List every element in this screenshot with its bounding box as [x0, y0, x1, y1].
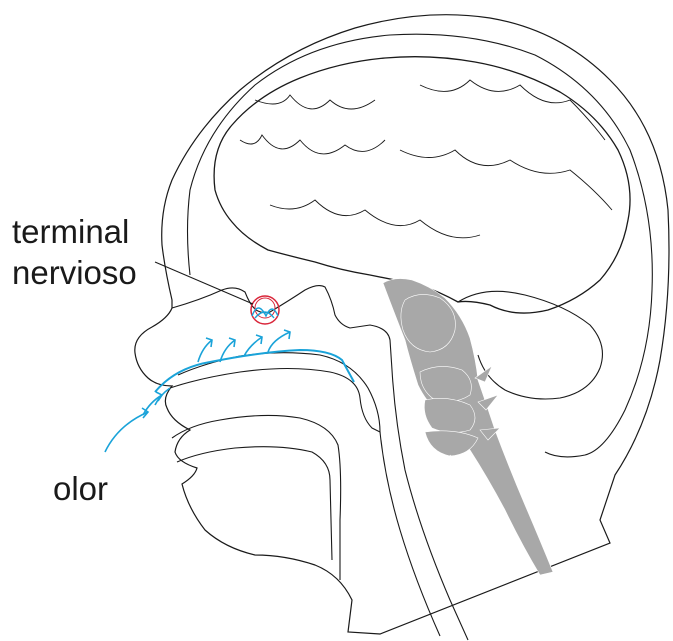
- throat-line-back: [380, 432, 440, 636]
- airflow-arrow-1: [198, 338, 212, 362]
- odor-arrow-2: [143, 392, 162, 415]
- odor-arrow-1: [105, 408, 148, 452]
- brain-fold-4: [400, 150, 612, 210]
- label-terminal: terminal: [12, 215, 129, 248]
- airflow-arrow-4: [268, 330, 290, 352]
- label-olor: olor: [53, 472, 108, 505]
- skull-outline: [188, 34, 653, 457]
- lower-jaw-outline: [177, 447, 332, 560]
- brain-fold-5: [270, 200, 480, 238]
- cerebellum-outline: [458, 291, 602, 399]
- brain-outline: [214, 57, 630, 313]
- nasal-cavity-outline: [172, 286, 392, 370]
- brain-fold-2: [240, 135, 385, 154]
- brain-fold-3: [420, 80, 605, 140]
- label-nervioso: nervioso: [12, 256, 137, 289]
- brain-fold-1: [255, 95, 375, 109]
